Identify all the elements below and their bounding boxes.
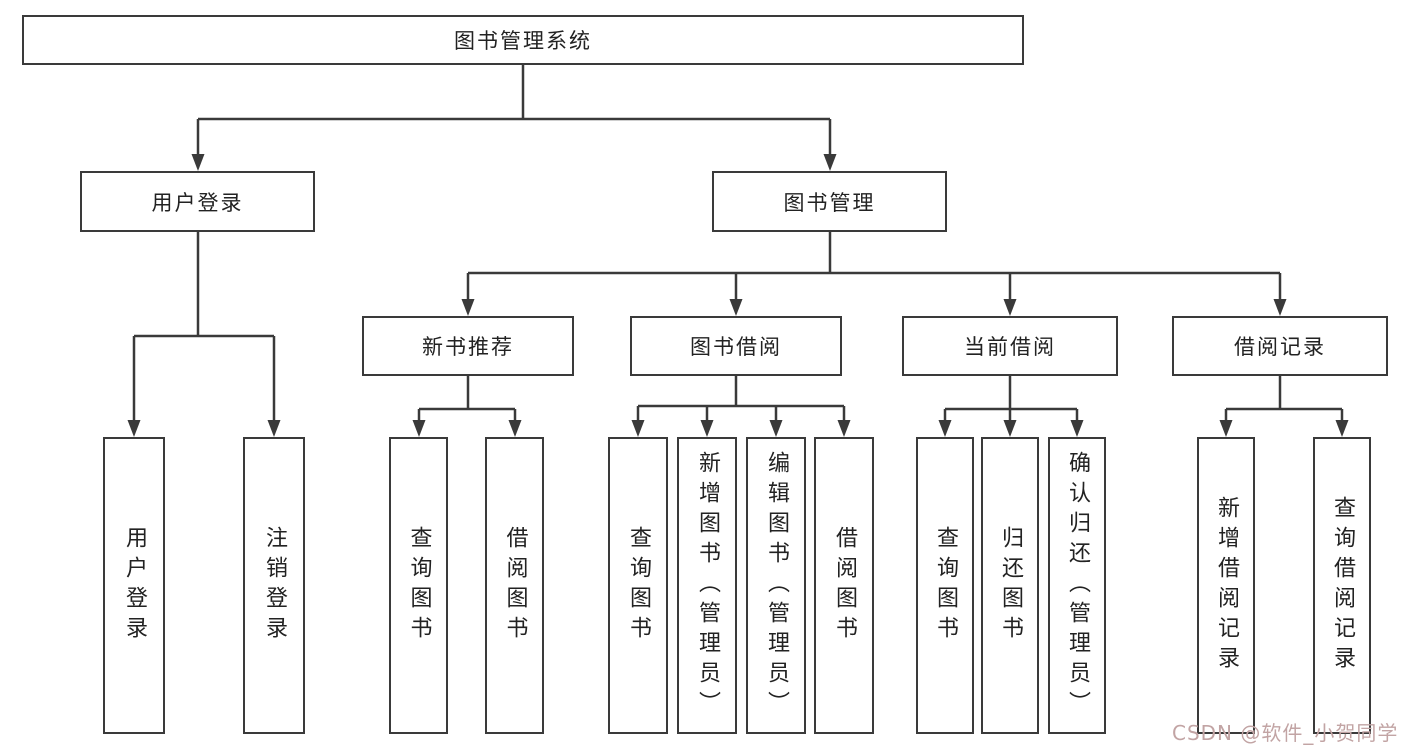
- leaf-add-borrow-record: 新增借阅记录: [1197, 437, 1255, 734]
- arrowhead-icon: [1335, 420, 1349, 437]
- node-label: 新增借阅记录: [1214, 495, 1239, 676]
- node-label: 借阅记录: [1234, 335, 1326, 359]
- node-label: 查询图书: [626, 525, 651, 646]
- leaf-add-book-admin: 新增图书（管理员）: [677, 437, 737, 734]
- node-label: 借阅图书: [832, 525, 857, 646]
- leaf-confirm-return-admin: 确认归还（管理员）: [1048, 437, 1106, 734]
- node-user-login: 用户登录: [80, 171, 315, 232]
- arrowhead-icon: [837, 420, 851, 437]
- leaf-query-book: 查询图书: [608, 437, 668, 734]
- connector-borrow-record: [1224, 376, 1344, 423]
- arrowhead-icon: [1070, 420, 1084, 437]
- arrowhead-icon: [461, 299, 475, 316]
- node-label: 新书推荐: [422, 335, 514, 359]
- node-label: 图书管理: [783, 190, 876, 215]
- leaf-query-book: 查询图书: [916, 437, 974, 734]
- node-book-management: 图书管理: [712, 171, 947, 232]
- node-label: 确认归还（管理员）: [1065, 450, 1090, 721]
- arrowhead-icon: [769, 420, 783, 437]
- node-system-root: 图书管理系统: [22, 15, 1024, 65]
- node-label: 注销登录: [262, 525, 287, 646]
- leaf-borrow-book: 借阅图书: [814, 437, 874, 734]
- arrowhead-icon: [938, 420, 952, 437]
- connector-user-login: [132, 232, 276, 423]
- node-new-book-recommend: 新书推荐: [362, 316, 574, 376]
- node-label: 查询借阅记录: [1330, 495, 1355, 676]
- arrowhead-icon: [412, 420, 426, 437]
- arrowhead-icon: [1273, 299, 1287, 316]
- arrowhead-icon: [267, 420, 281, 437]
- node-borrow-record: 借阅记录: [1172, 316, 1388, 376]
- node-label: 图书借阅: [690, 335, 782, 359]
- connector-current-borrow: [943, 376, 1079, 423]
- leaf-edit-book-admin: 编辑图书（管理员）: [746, 437, 806, 734]
- node-current-borrow: 当前借阅: [902, 316, 1118, 376]
- node-label: 用户登录: [122, 525, 147, 646]
- node-label: 当前借阅: [964, 335, 1056, 359]
- arrowhead-icon: [729, 299, 743, 316]
- leaf-query-book: 查询图书: [389, 437, 448, 734]
- csdn-watermark: CSDN @软件_小贺同学: [1172, 721, 1399, 745]
- arrowheads: [127, 154, 1349, 437]
- leaf-user-login: 用户登录: [103, 437, 165, 734]
- arrowhead-icon: [1003, 299, 1017, 316]
- leaf-borrow-book: 借阅图书: [485, 437, 544, 734]
- connector-root: [196, 63, 832, 157]
- arrowhead-icon: [1003, 420, 1017, 437]
- arrowhead-icon: [191, 154, 205, 171]
- connector-book-management: [466, 232, 1282, 302]
- node-book-borrow: 图书借阅: [630, 316, 842, 376]
- node-label: 查询图书: [406, 525, 432, 646]
- node-label: 归还图书: [998, 525, 1023, 646]
- node-label: 用户登录: [151, 190, 244, 215]
- arrowhead-icon: [127, 420, 141, 437]
- leaf-query-borrow-record: 查询借阅记录: [1313, 437, 1371, 734]
- connector-new-book: [417, 376, 517, 423]
- arrowhead-icon: [631, 420, 645, 437]
- arrowhead-icon: [823, 154, 837, 171]
- arrowhead-icon: [508, 420, 522, 437]
- connector-book-borrow: [636, 376, 846, 423]
- connector-paths: [132, 63, 1344, 423]
- arrowhead-icon: [700, 420, 714, 437]
- leaf-logout: 注销登录: [243, 437, 305, 734]
- leaf-return-book: 归还图书: [981, 437, 1039, 734]
- arrowhead-icon: [1219, 420, 1233, 437]
- node-label: 新增图书（管理员）: [695, 450, 720, 721]
- node-label: 图书管理系统: [454, 29, 592, 53]
- node-label: 查询图书: [933, 525, 958, 646]
- node-label: 借阅图书: [502, 525, 528, 646]
- node-label: 编辑图书（管理员）: [764, 450, 789, 721]
